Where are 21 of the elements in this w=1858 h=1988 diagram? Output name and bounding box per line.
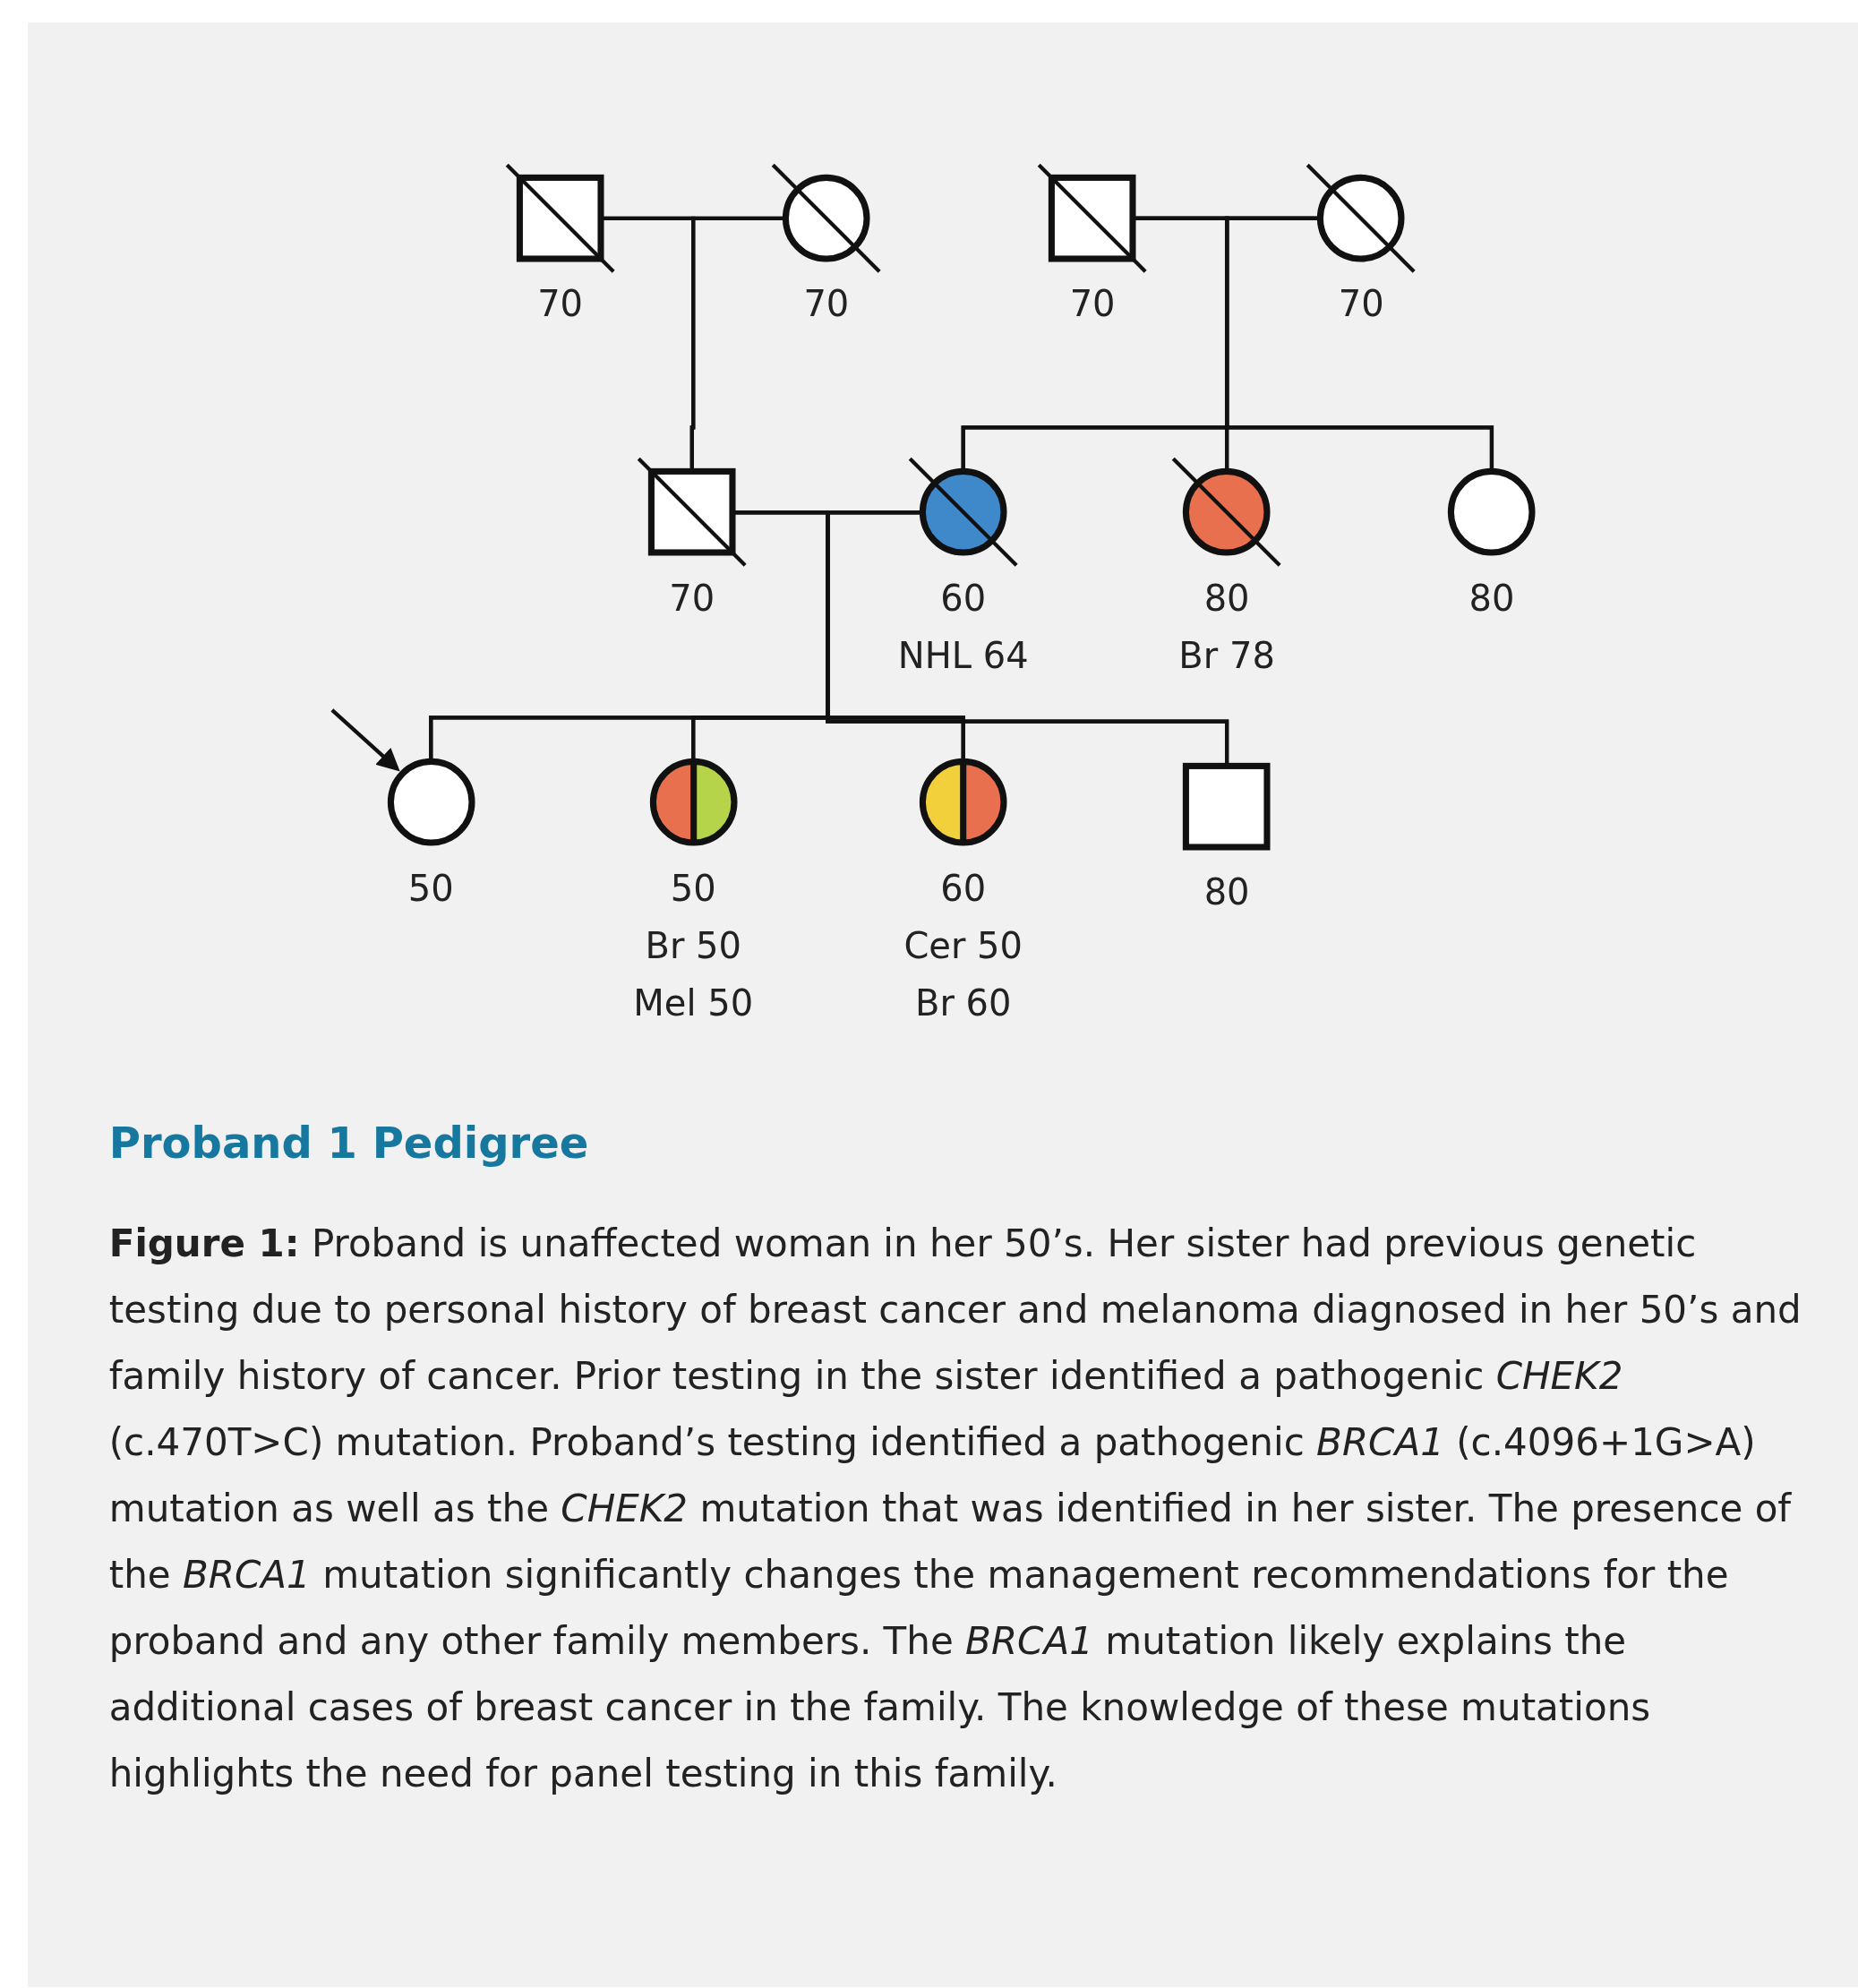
age-label: 70: [669, 576, 715, 621]
age-label: 70: [803, 282, 850, 327]
age-label: 60: [940, 576, 987, 621]
diagnosis-label: Br 78: [1178, 633, 1275, 678]
diagnosis-label: NHL 64: [897, 633, 1029, 678]
diagnosis-label: Mel 50: [633, 981, 754, 1025]
diagnosis-label: Br 60: [914, 981, 1012, 1025]
age-label: 50: [407, 866, 454, 911]
age-label: 80: [1468, 576, 1515, 621]
age-label: 80: [1203, 870, 1250, 914]
age-label: 70: [1069, 282, 1116, 327]
age-label: 70: [537, 282, 584, 327]
age-label: 80: [1203, 576, 1250, 621]
diagnosis-label: Br 50: [645, 923, 741, 968]
figure-caption: Figure 1: Proband is unaffected woman in her 50’s. Her sister had previous genetic testing due to personal history of breast cancer and melanoma diagnosed in her 50’s and family history of cancer. Prior testing in the sister identified a pathogenic CHEK2 (c.470T>C) mutation. Proband’s testing identified a pathogenic BRCA1 (c.4096+1G>A) mutation as well as the CHEK2 mutation that was identified in her sister. The presence of the BRCA1 mutation significantly changes the management recommendations for the proband and any other family members. The BRCA1 mutation likely explains the additional cases of breast cancer in the family. The knowledge of these mutations highlights the need for panel testing in this family.: [108, 1220, 1802, 1797]
proband-arrow: [330, 708, 400, 772]
age-label: 60: [940, 866, 987, 911]
diagnosis-label: Cer 50: [903, 923, 1023, 968]
age-label: 70: [1338, 282, 1384, 327]
figure-title: Proband 1 Pedigree: [108, 1118, 589, 1169]
age-label: 50: [670, 866, 716, 911]
